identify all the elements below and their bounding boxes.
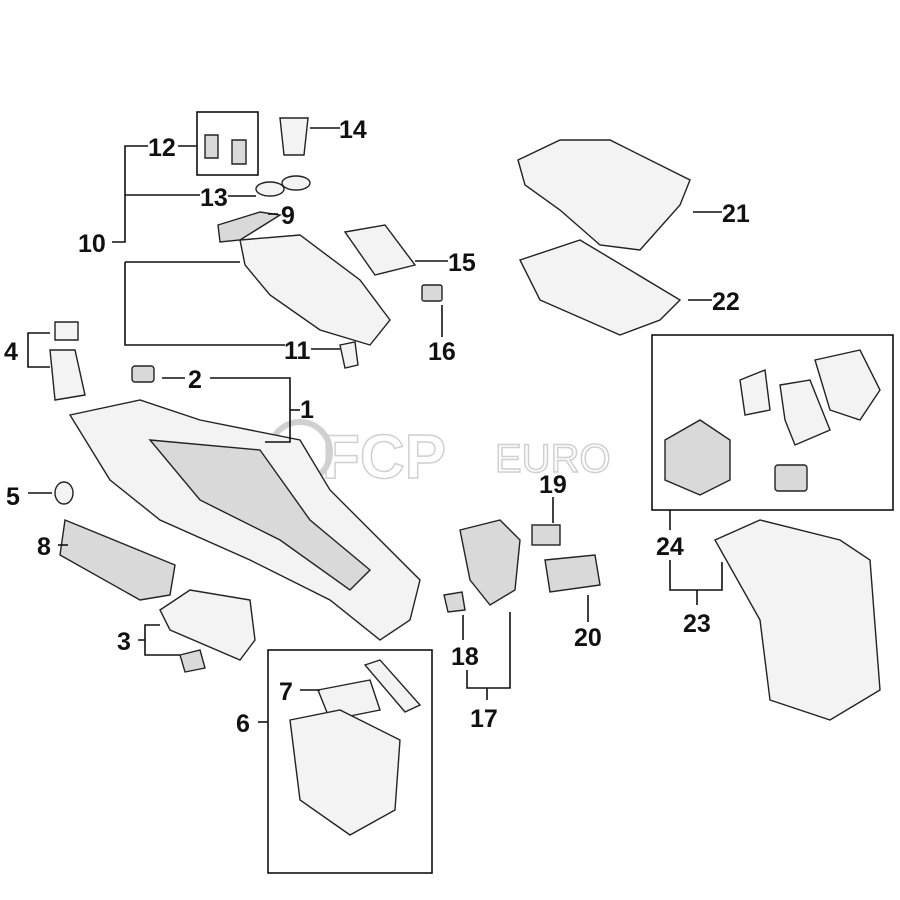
part-21 — [517, 139, 691, 251]
part-23 — [714, 519, 881, 721]
part-10 — [239, 234, 391, 346]
part-2 — [131, 365, 155, 383]
callout-20: 20 — [574, 624, 602, 652]
callout-22: 22 — [712, 288, 740, 316]
part-24-cover — [664, 419, 731, 496]
callout-6: 6 — [236, 710, 250, 738]
callout-9: 9 — [281, 202, 295, 230]
part-9 — [217, 211, 282, 243]
part-17 — [459, 519, 521, 606]
callout-labels: 1 2 3 4 5 6 7 8 9 10 11 12 13 14 15 16 1… — [4, 116, 750, 738]
callout-17: 17 — [470, 705, 498, 733]
callout-5: 5 — [6, 483, 20, 511]
leader-lines — [27, 127, 723, 723]
callout-23: 23 — [683, 610, 711, 638]
box-24 — [651, 334, 894, 511]
callout-8: 8 — [37, 533, 51, 561]
callout-11: 11 — [284, 337, 311, 365]
part-19 — [531, 524, 561, 546]
part-4 — [49, 321, 86, 401]
callout-2: 2 — [188, 366, 202, 394]
callout-16: 16 — [428, 338, 456, 366]
callout-14: 14 — [339, 116, 367, 144]
part-6 — [289, 709, 401, 836]
box-6 — [267, 649, 433, 874]
callout-15: 15 — [448, 249, 476, 277]
callout-21: 21 — [722, 200, 750, 228]
fcp-euro-watermark: FCP EURO — [267, 419, 611, 493]
part-5 — [54, 481, 74, 505]
part-18 — [443, 591, 466, 613]
callout-24: 24 — [656, 533, 684, 561]
part-15 — [343, 224, 417, 276]
part-3 — [159, 589, 256, 661]
callout-4: 4 — [4, 338, 18, 366]
svg-text:EURO: EURO — [495, 437, 611, 481]
part-7 — [317, 679, 381, 721]
part-8 — [59, 519, 176, 601]
callout-13: 13 — [200, 184, 228, 212]
part-11 — [339, 341, 359, 369]
box-12 — [196, 111, 259, 176]
svg-text:FCP: FCP — [322, 423, 446, 492]
part-20 — [544, 554, 601, 593]
callout-12: 12 — [148, 134, 176, 162]
callout-7: 7 — [279, 678, 293, 706]
part-16 — [421, 284, 443, 302]
callout-10: 10 — [78, 230, 106, 258]
part-22 — [519, 239, 682, 336]
callout-3: 3 — [117, 628, 131, 656]
callout-18: 18 — [451, 643, 479, 671]
callout-19: 19 — [539, 471, 567, 499]
part-14 — [279, 117, 309, 156]
callout-1: 1 — [300, 396, 314, 424]
parts — [49, 117, 881, 836]
